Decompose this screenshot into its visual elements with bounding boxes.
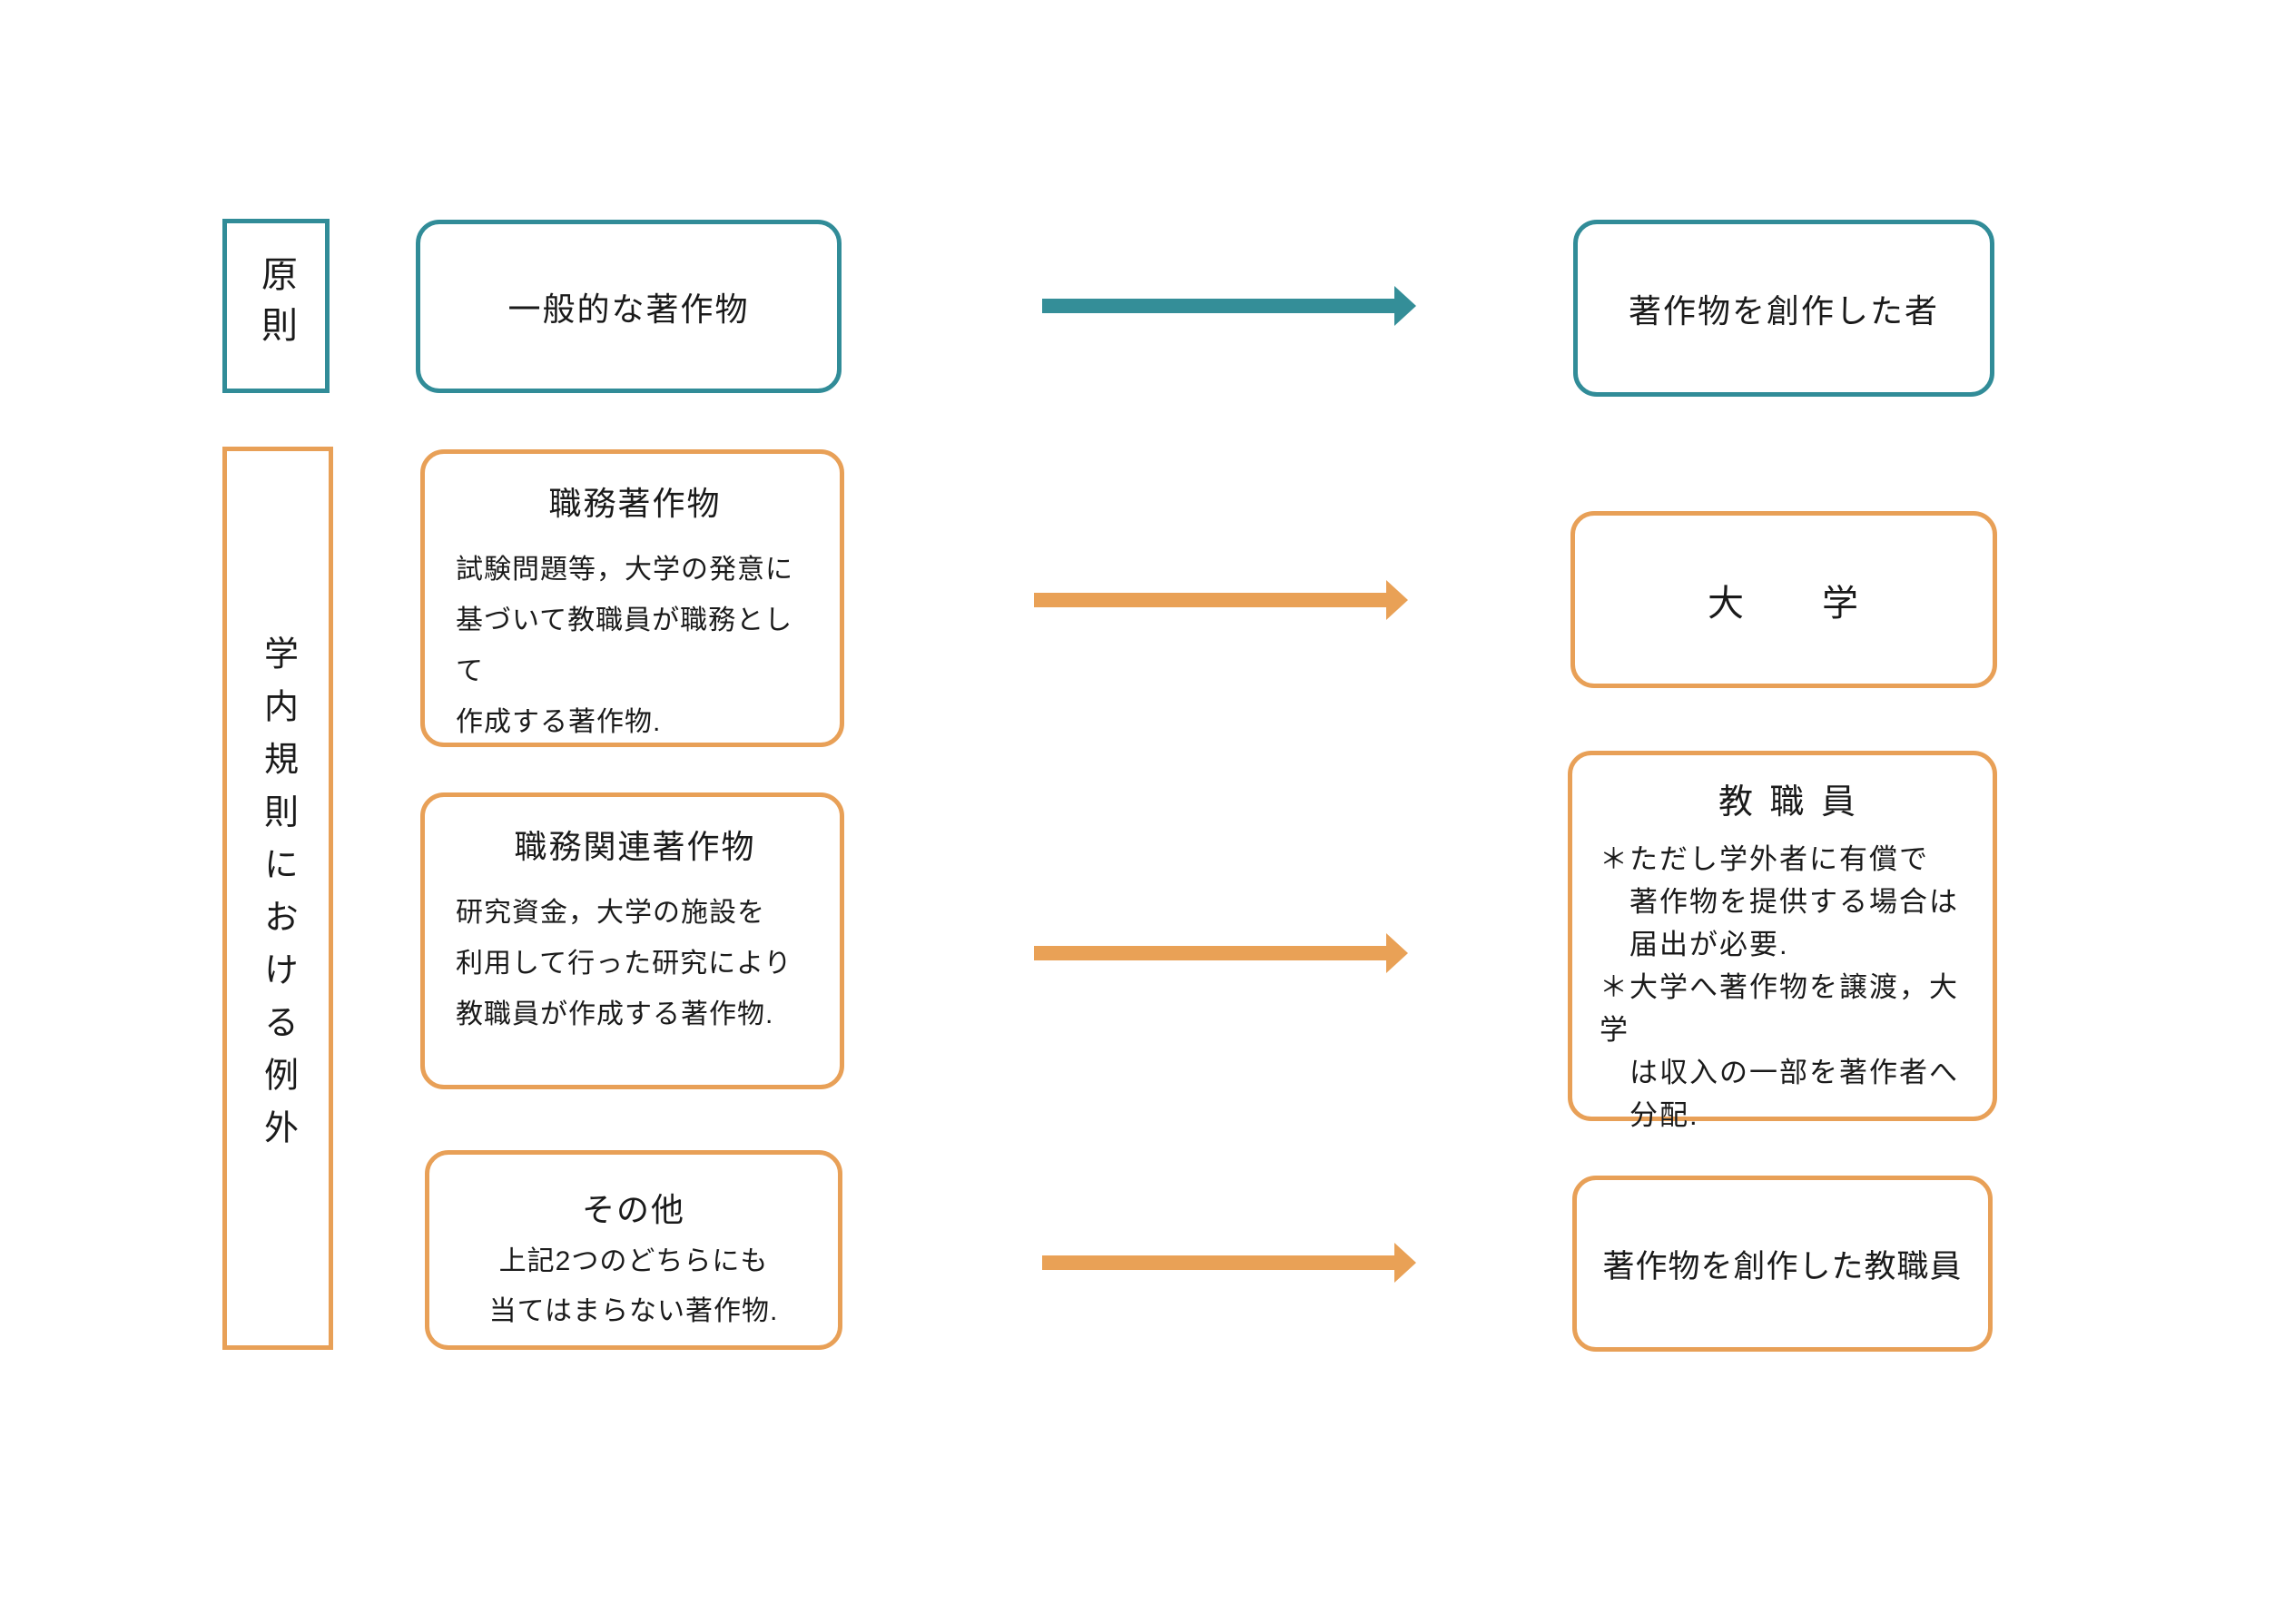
principle-row-label-box: 原則 xyxy=(222,219,330,393)
work-for-hire-title: 職務著作物 xyxy=(548,485,722,522)
principle-row-label: 原則 xyxy=(256,255,296,357)
exceptions-column-label: 学内規則における例外 xyxy=(258,635,297,1162)
exception-arrow-1-shape xyxy=(1034,580,1408,620)
general-work-title: 一般的な著作物 xyxy=(507,290,750,328)
staff-notes: ＊ただし学外者に有償で 著作物を提供する場合は 届出が必要. ＊大学へ著作物を譲… xyxy=(1600,843,1959,1131)
general-work-box: 一般的な著作物 xyxy=(416,220,842,393)
principle-arrow-shape xyxy=(1042,286,1416,326)
work-for-hire-description: 試験問題等，大学の発意に 基づいて教職員が職務として 作成する著作物. xyxy=(456,555,793,737)
other-works-title: その他 xyxy=(581,1191,685,1228)
exception-arrow-1 xyxy=(1034,580,1408,620)
work-related-description: 研究資金，大学の施設を 利用して行った研究により 教職員が作成する著作物. xyxy=(456,898,793,1029)
exceptions-column-label-box: 学内規則における例外 xyxy=(222,447,333,1350)
exception-arrow-2 xyxy=(1034,933,1408,973)
university-title: 大 学 xyxy=(1708,583,1860,624)
exception-arrow-3 xyxy=(1042,1243,1416,1283)
work-related-box: 職務関連著作物 研究資金，大学の施設を 利用して行った研究により 教職員が作成す… xyxy=(420,792,844,1089)
exception-arrow-2-shape xyxy=(1034,933,1408,973)
work-related-title: 職務関連著作物 xyxy=(514,828,756,865)
other-works-box: その他 上記2つのどちらにも 当てはまらない著作物. xyxy=(425,1150,842,1350)
staff-title: 教 職 員 xyxy=(1718,783,1860,822)
staff-box: 教 職 員 ＊ただし学外者に有償で 著作物を提供する場合は 届出が必要. ＊大学… xyxy=(1568,751,1997,1131)
exception-arrow-3-shape xyxy=(1042,1243,1416,1283)
creator-person-box: 著作物を創作した者 xyxy=(1573,220,1994,397)
creator-person-title: 著作物を創作した者 xyxy=(1628,291,1939,330)
staff-creator-title: 著作物を創作した教職員 xyxy=(1602,1248,1963,1284)
other-works-description: 上記2つのどちらにも 当てはまらない著作物. xyxy=(488,1246,779,1326)
work-for-hire-box: 職務著作物 試験問題等，大学の発意に 基づいて教職員が職務として 作成する著作物… xyxy=(420,449,844,747)
staff-creator-box: 著作物を創作した教職員 xyxy=(1572,1176,1993,1352)
university-box: 大 学 xyxy=(1570,511,1997,688)
principle-arrow xyxy=(1042,286,1416,326)
